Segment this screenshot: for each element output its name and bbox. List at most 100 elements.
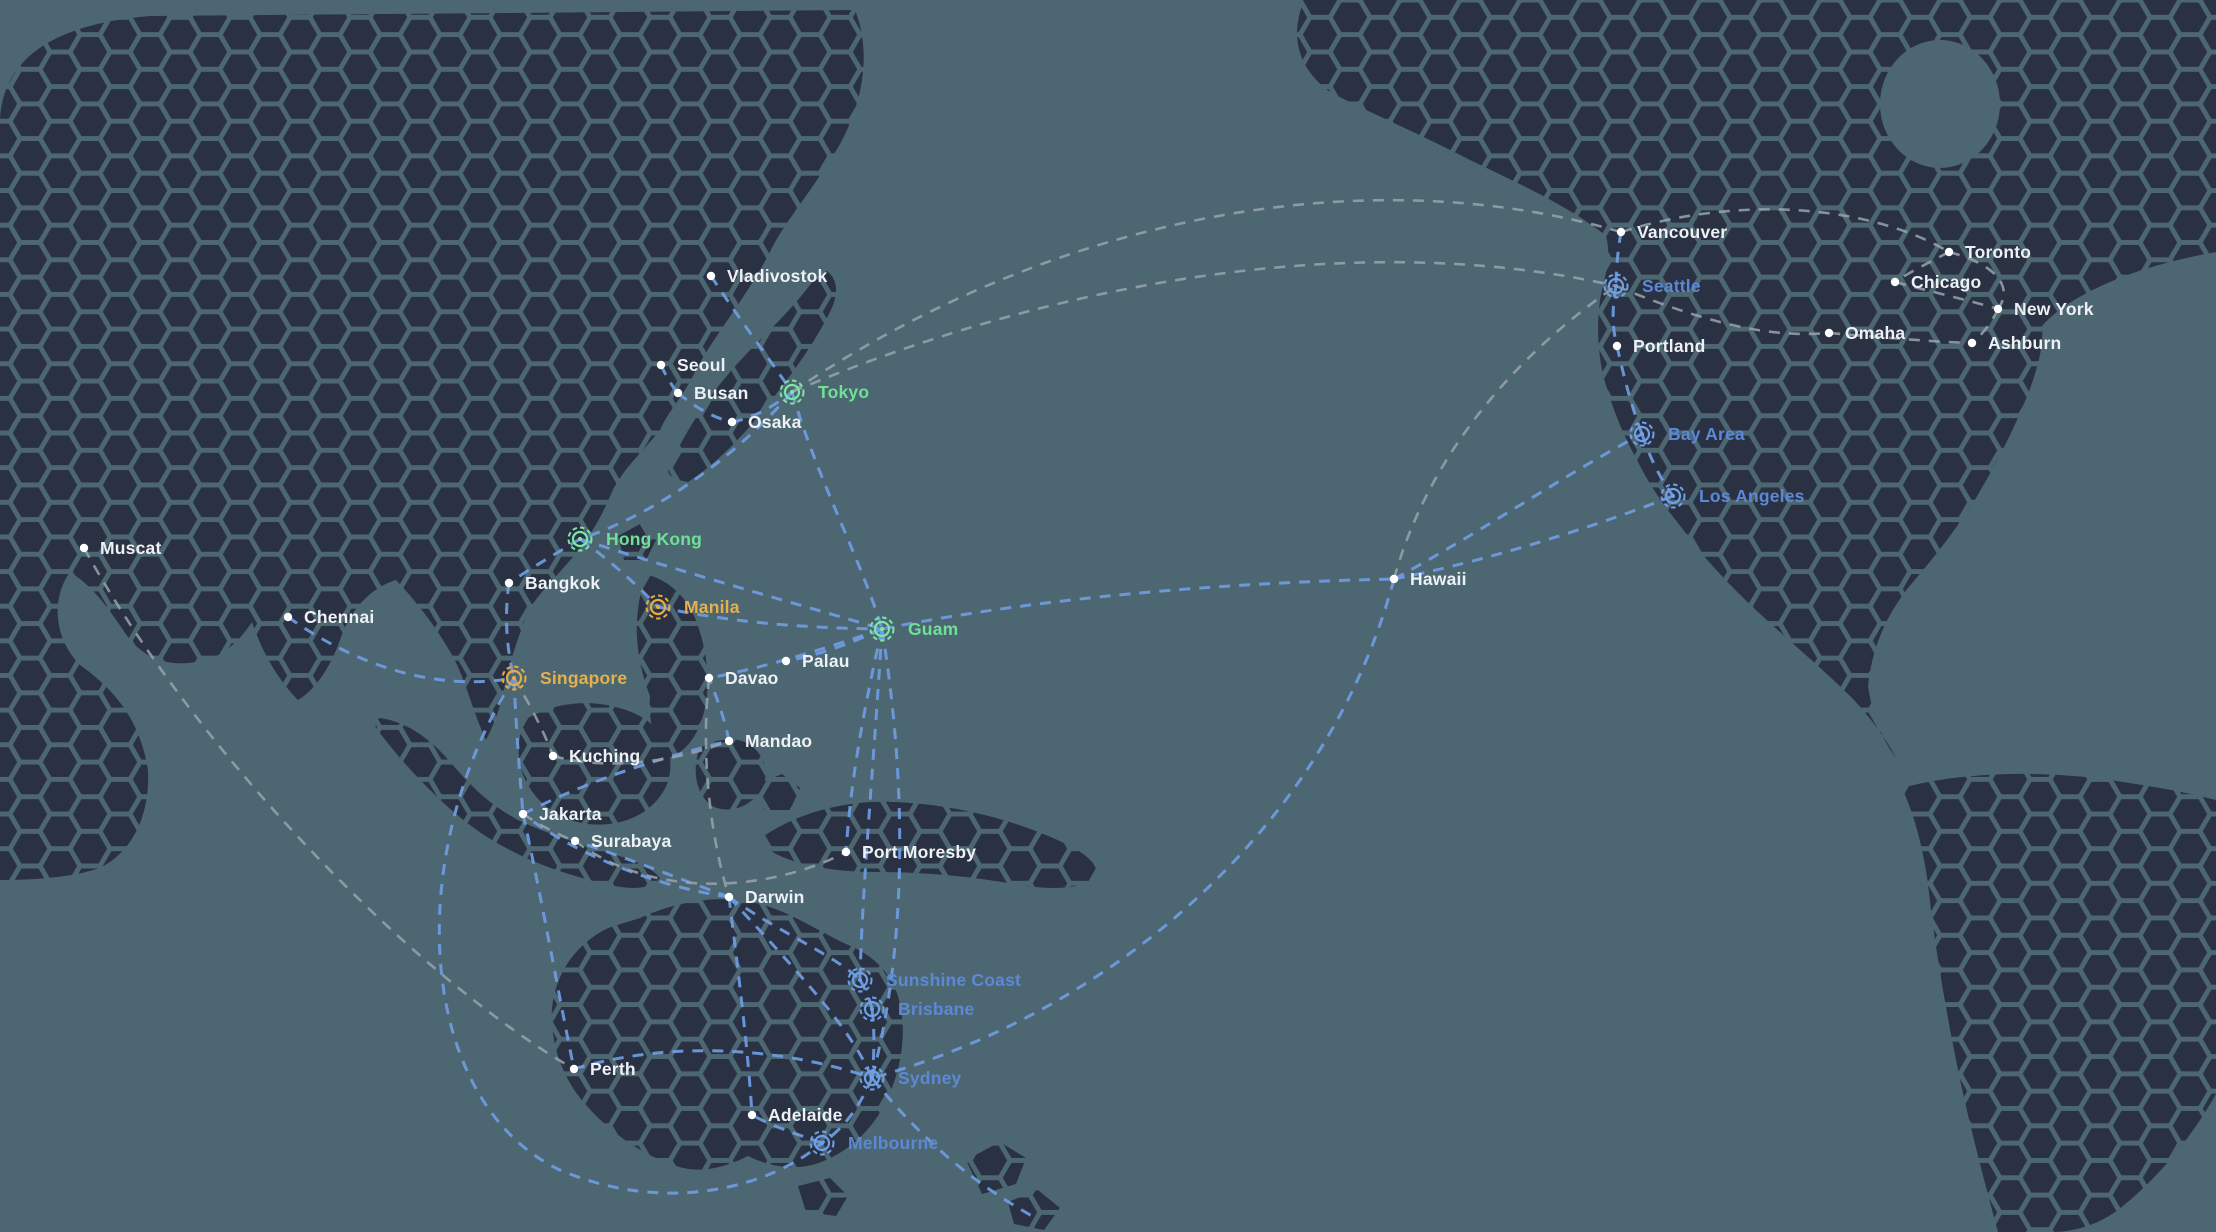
city-hawaii: Hawaii xyxy=(1389,569,1466,589)
route-omaha-ashburn xyxy=(1828,331,1973,345)
los-angeles-label: Los Angeles xyxy=(1699,486,1805,506)
seoul-label: Seoul xyxy=(677,355,726,375)
tokyo-hub-marker-icon[interactable] xyxy=(779,379,805,405)
melbourne-hub-marker-icon[interactable] xyxy=(809,1130,835,1156)
adelaide-label: Adelaide xyxy=(768,1105,843,1125)
darwin-waypoint-dot-icon[interactable] xyxy=(724,892,734,902)
route-singapore-jakarta xyxy=(512,677,525,815)
city-singapore: Singapore xyxy=(501,665,627,691)
bay-area-hub-marker-icon[interactable] xyxy=(1629,421,1655,447)
busan-waypoint-dot-icon[interactable] xyxy=(673,388,683,398)
landmass-new-guinea xyxy=(763,801,1097,888)
portland-label: Portland xyxy=(1633,336,1706,356)
route-toronto-chicago xyxy=(1894,250,1950,284)
chennai-waypoint-dot-icon[interactable] xyxy=(283,612,293,622)
city-mandao: Mandao xyxy=(724,731,812,751)
route-sunshine-coast-brisbane xyxy=(858,979,874,1010)
busan-label: Busan xyxy=(694,383,748,403)
city-manila: Manila xyxy=(645,594,740,620)
adelaide-waypoint-dot-icon[interactable] xyxy=(747,1110,757,1120)
jakarta-waypoint-dot-icon[interactable] xyxy=(518,809,528,819)
route-darwin-sunshine-coast xyxy=(728,895,862,982)
route-darwin-surabaya xyxy=(574,839,730,899)
city-perth: Perth xyxy=(569,1059,636,1079)
landmass-moluccas xyxy=(758,774,800,810)
kuching-waypoint-dot-icon[interactable] xyxy=(548,751,558,761)
landmass-australia xyxy=(551,899,903,1170)
los-angeles-hub-marker-icon[interactable] xyxy=(1660,483,1686,509)
city-new-york: New York xyxy=(1993,299,2094,319)
new-york-label: New York xyxy=(2014,299,2094,319)
route-hawaii-bay-area xyxy=(1393,432,1643,581)
portland-waypoint-dot-icon[interactable] xyxy=(1612,341,1622,351)
city-seoul: Seoul xyxy=(656,355,726,375)
route-seattle-portland xyxy=(1611,285,1619,347)
palau-waypoint-dot-icon[interactable] xyxy=(781,656,791,666)
city-portland: Portland xyxy=(1612,336,1706,356)
route-darwin-jakarta xyxy=(522,812,730,899)
route-vancouver-seattle xyxy=(1614,231,1623,287)
ashburn-label: Ashburn xyxy=(1988,333,2061,353)
hudson-bay-water xyxy=(1880,40,2000,168)
toronto-waypoint-dot-icon[interactable] xyxy=(1944,247,1954,257)
mandao-waypoint-dot-icon[interactable] xyxy=(724,736,734,746)
route-jakarta-mandao xyxy=(522,739,730,816)
perth-label: Perth xyxy=(590,1059,636,1079)
guam-hub-marker-icon[interactable] xyxy=(869,616,895,642)
landmass-new-zealand-north xyxy=(966,1142,1026,1194)
landmass-eurasia xyxy=(0,10,864,880)
palau-label: Palau xyxy=(802,651,850,671)
davao-label: Davao xyxy=(725,668,779,688)
mandao-label: Mandao xyxy=(745,731,812,751)
city-tokyo: Tokyo xyxy=(779,379,869,405)
sydney-hub-marker-icon[interactable] xyxy=(859,1065,885,1091)
city-chicago: Chicago xyxy=(1890,272,1981,292)
sunshine-coast-label: Sunshine Coast xyxy=(886,970,1021,990)
hong-kong-hub-marker-icon[interactable] xyxy=(567,526,593,552)
seattle-hub-marker-icon[interactable] xyxy=(1603,273,1629,299)
sunshine-coast-hub-marker-icon[interactable] xyxy=(847,967,873,993)
city-palau: Palau xyxy=(781,651,850,671)
city-vladivostok: Vladivostok xyxy=(706,266,827,286)
vladivostok-waypoint-dot-icon[interactable] xyxy=(706,271,716,281)
seoul-waypoint-dot-icon[interactable] xyxy=(656,360,666,370)
osaka-waypoint-dot-icon[interactable] xyxy=(727,417,737,427)
city-darwin: Darwin xyxy=(724,887,804,907)
toronto-label: Toronto xyxy=(1965,242,2031,262)
surabaya-label: Surabaya xyxy=(591,831,671,851)
ashburn-waypoint-dot-icon[interactable] xyxy=(1967,338,1977,348)
landmass-taiwan xyxy=(618,524,656,560)
manila-hub-marker-icon[interactable] xyxy=(645,594,671,620)
kuching-label: Kuching xyxy=(569,746,640,766)
new-york-waypoint-dot-icon[interactable] xyxy=(1993,304,2003,314)
chennai-label: Chennai xyxy=(304,607,374,627)
bangkok-waypoint-dot-icon[interactable] xyxy=(504,578,514,588)
vancouver-label: Vancouver xyxy=(1637,222,1727,242)
singapore-hub-marker-icon[interactable] xyxy=(501,665,527,691)
route-bangkok-singapore xyxy=(505,582,516,679)
surabaya-waypoint-dot-icon[interactable] xyxy=(570,836,580,846)
manila-label: Manila xyxy=(684,597,740,617)
route-vancouver-toronto xyxy=(1620,208,1950,254)
city-ashburn: Ashburn xyxy=(1967,333,2061,353)
landmass-sumatra-java xyxy=(375,718,660,888)
omaha-waypoint-dot-icon[interactable] xyxy=(1824,328,1834,338)
route-mandao-davao xyxy=(707,677,731,742)
route-sydney-new-zealand xyxy=(870,1077,1033,1218)
city-jakarta: Jakarta xyxy=(518,804,602,824)
cable-routes xyxy=(82,198,2006,1218)
brisbane-hub-marker-icon[interactable] xyxy=(859,996,885,1022)
davao-waypoint-dot-icon[interactable] xyxy=(704,673,714,683)
chicago-waypoint-dot-icon[interactable] xyxy=(1890,277,1900,287)
perth-waypoint-dot-icon[interactable] xyxy=(569,1064,579,1074)
route-vladivostok-tokyo xyxy=(709,275,794,393)
muscat-waypoint-dot-icon[interactable] xyxy=(79,543,89,553)
port-moresby-waypoint-dot-icon[interactable] xyxy=(841,847,851,857)
city-vancouver: Vancouver xyxy=(1616,222,1727,242)
route-perth-sydney xyxy=(573,1049,873,1080)
route-tokyo-hong-kong xyxy=(579,391,794,541)
city-seattle: Seattle xyxy=(1603,273,1701,299)
vancouver-waypoint-dot-icon[interactable] xyxy=(1616,227,1626,237)
hawaii-waypoint-dot-icon[interactable] xyxy=(1389,574,1399,584)
